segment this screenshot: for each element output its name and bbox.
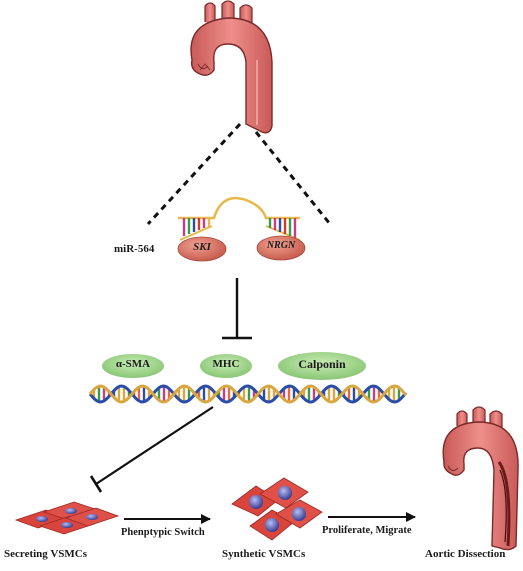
aorta-dissection-icon (442, 406, 519, 551)
cell-label-secreting: Secreting VSMCs (4, 548, 88, 560)
inhibition-arrow-1 (222, 278, 252, 340)
marker-label-asma: α-SMA (115, 358, 151, 370)
arrow-label-phenotypic-switch: Phenptypic Switch (121, 527, 205, 538)
dna-helix-icon (88, 384, 408, 404)
marker-label-mhc: MHC (212, 358, 240, 370)
outcome-label: Aortic Dissection (425, 548, 506, 560)
synthetic-cell-cluster-icon (231, 477, 323, 541)
gene-oval-ski (177, 236, 227, 262)
zoom-cone (146, 122, 332, 226)
marker-pill-calponin (278, 352, 366, 380)
marker-pill-mhc (200, 354, 252, 378)
gene-label-ski: SKI (193, 241, 211, 253)
inhibition-arrow-2 (89, 406, 214, 493)
gene-label-nrgn: NRGN (266, 240, 296, 251)
cell-cluster-icon (14, 501, 120, 535)
rna-hairpin-icon (178, 196, 301, 241)
cell-label-synthetic: Synthetic VSMCs (222, 548, 306, 560)
marker-label-calponin: Calponin (298, 357, 346, 371)
mirna-label: miR-564 (114, 243, 155, 255)
gene-oval-nrgn (256, 235, 306, 261)
marker-pill-asma (102, 354, 164, 378)
aorta-top-icon (190, 0, 273, 134)
arrow-label-proliferate-migrate: Proliferate, Migrate (322, 525, 412, 536)
